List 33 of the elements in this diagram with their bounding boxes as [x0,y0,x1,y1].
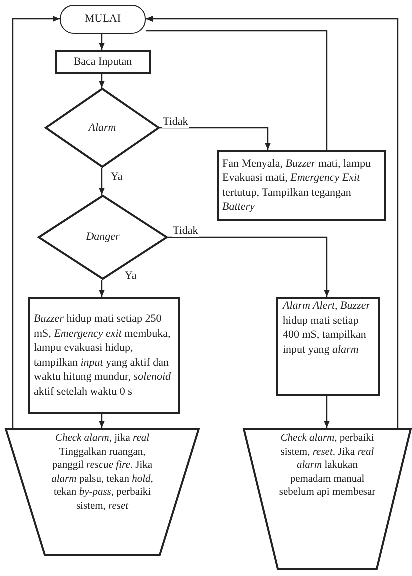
manual-operation-trapezoid [5,428,200,556]
process-box [55,50,151,74]
edge-label: Tidak [162,116,190,128]
flow-arrow [99,280,105,297]
decision-label: Alarm [87,120,118,136]
manual-operation-trapezoid [243,428,412,570]
process-box [276,297,380,396]
decision-label: Danger [85,230,121,245]
flow-arrow [99,34,105,50]
process-text: Fan Menyala, Buzzer mati, lampu Evakuasi mati, Emergency Exit tertutup, Tampilkan tegangan Battery [222,156,372,214]
flow-arrow [99,168,105,195]
flow-arrow [12,16,60,428]
edge-label: Ya [110,171,124,183]
process-text: Alarm Alert, Buzzer hidup mati setiap 400 mS, tampilkan input yang alarm [283,299,372,357]
flow-arrow [99,74,105,88]
flow-arrow [160,127,271,150]
process-text: Buzzer hidup mati setiap 250 mS, Emergency exit membuka, lampu evakuasi hidup, tampilkan input yang aktif dan waktu hitung mundur, solenoid aktif setelah waktu 0 s [34,312,172,399]
edge-label: Tidak [172,225,200,237]
process-box [217,150,386,221]
decision-diamond [38,195,168,280]
edge-label: Ya [124,270,138,282]
flow-line [146,30,328,150]
flow-arrow [324,396,330,428]
process-text: Baca Inputan [72,54,134,70]
decision-diamond [45,88,160,168]
manual-operation-text: Check alarm, perbaiki sistem, reset. Jika real alarm lakukan pemadam manual sebelum api membesar [278,432,377,500]
start-label: MULAI [84,12,122,27]
process-box [28,297,180,414]
manual-operation-text: Check alarm, jika real Tinggalkan ruangan, panggil rescue fire. Jika alarm palsu, tekan hold, tekan by-pass, perbaiki sistem, reset [50,432,154,513]
flow-arrow [168,236,330,297]
flow-arrow [146,16,399,428]
start-terminator [60,5,146,34]
flow-arrow [99,414,105,428]
